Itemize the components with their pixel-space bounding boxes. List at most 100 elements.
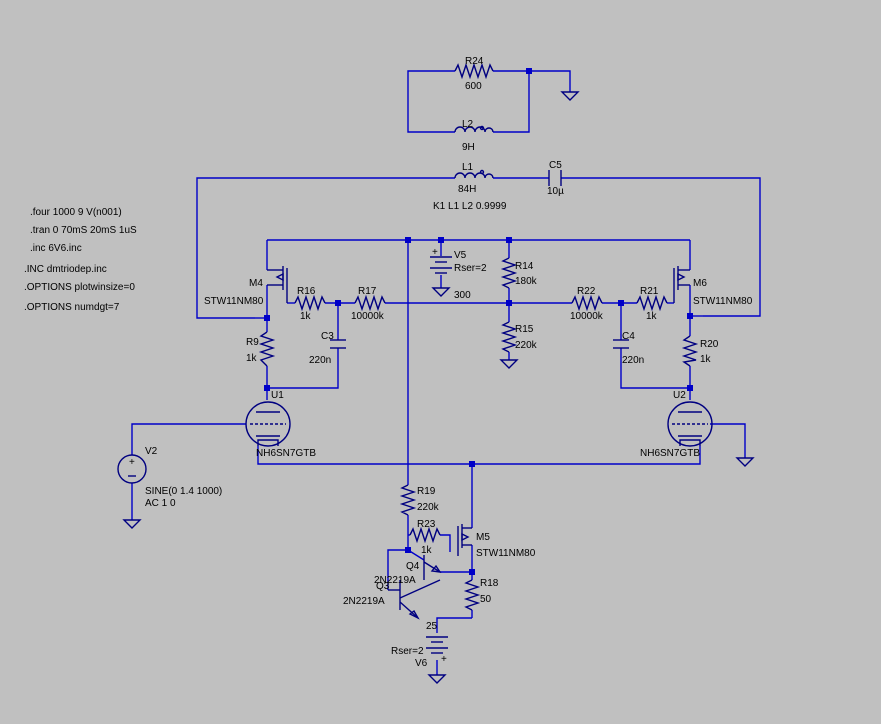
v6-name: V6 <box>415 658 428 669</box>
m5-value: STW11NM80 <box>476 548 536 559</box>
q4-value: 2N2219A <box>374 575 416 586</box>
r24-value: 600 <box>465 81 482 92</box>
v5-param: Rser=2 <box>454 263 487 274</box>
v5-name: V5 <box>454 250 467 261</box>
r23-symbol[interactable] <box>409 526 441 544</box>
m4-symbol[interactable] <box>267 266 288 303</box>
m4-value: STW11NM80 <box>204 296 264 307</box>
coupling-directive: K1 L1 L2 0.9999 <box>433 201 507 212</box>
v2-value: SINE(0 1.4 1000) <box>145 486 222 497</box>
m6-value: STW11NM80 <box>693 296 753 307</box>
l2-name: L2 <box>462 119 474 130</box>
c4-symbol[interactable] <box>613 339 629 349</box>
r9-symbol[interactable] <box>258 331 276 367</box>
ground-icon <box>431 287 451 297</box>
r21-symbol[interactable] <box>636 294 668 312</box>
l2-value: 9H <box>462 142 475 153</box>
svg-text:+: + <box>441 654 447 665</box>
v5-value: 300 <box>454 290 471 301</box>
c4-name: C4 <box>622 331 635 342</box>
r24-name: R24 <box>465 56 484 67</box>
spice-directives: .four 1000 9 V(n001) .tran 0 70mS 20mS 1… <box>24 207 137 313</box>
r14-value: 180k <box>515 276 538 287</box>
c5-value: 10µ <box>547 186 564 197</box>
v6-symbol[interactable]: + <box>426 636 448 665</box>
directive-line: .OPTIONS numdgt=7 <box>24 302 120 313</box>
v2-name: V2 <box>145 446 158 457</box>
r20-symbol[interactable] <box>681 335 699 367</box>
directive-line: .four 1000 9 V(n001) <box>30 207 122 218</box>
u2-symbol[interactable] <box>667 401 713 447</box>
r17-name: R17 <box>358 286 377 297</box>
r9-name: R9 <box>246 337 259 348</box>
r22-symbol[interactable] <box>571 294 603 312</box>
ground-icon <box>499 359 519 369</box>
l1-value: 84H <box>458 184 476 195</box>
r22-name: R22 <box>577 286 596 297</box>
r19-symbol[interactable] <box>399 484 417 516</box>
q4-name: Q4 <box>406 561 420 572</box>
wires <box>131 70 761 675</box>
u2-value: NH6SN7GTB <box>640 448 700 459</box>
c5-name: C5 <box>549 160 562 171</box>
q3-name: Q3 <box>376 581 390 592</box>
r15-value: 220k <box>515 340 538 351</box>
r19-value: 220k <box>417 502 440 513</box>
q3-value: 2N2219A <box>343 596 385 607</box>
v6-value: 25 <box>426 621 438 632</box>
q3-symbol[interactable] <box>388 579 441 620</box>
ground-icon <box>735 457 755 467</box>
directive-line: .tran 0 70mS 20mS 1uS <box>30 225 137 236</box>
v2-symbol[interactable]: + <box>117 454 147 484</box>
r21-value: 1k <box>646 311 658 322</box>
c3-name: C3 <box>321 331 334 342</box>
m6-name: M6 <box>693 278 707 289</box>
u1-symbol[interactable] <box>245 401 291 447</box>
r19-name: R19 <box>417 486 436 497</box>
m6-symbol[interactable] <box>673 266 690 303</box>
q4-symbol[interactable] <box>423 555 442 580</box>
m5-symbol[interactable] <box>457 524 472 556</box>
u1-value: NH6SN7GTB <box>256 448 316 459</box>
r22-value: 10000k <box>570 311 604 322</box>
svg-text:+: + <box>432 247 438 258</box>
c4-value: 220n <box>622 355 644 366</box>
ground-icon <box>427 674 447 684</box>
c3-value: 220n <box>309 355 331 366</box>
r24-symbol[interactable] <box>454 62 494 80</box>
r18-value: 50 <box>480 594 492 605</box>
v5-symbol[interactable]: + <box>430 247 452 274</box>
r20-value: 1k <box>700 354 712 365</box>
m4-name: M4 <box>249 278 263 289</box>
junction-dots <box>264 68 693 575</box>
ground-icon <box>122 519 142 529</box>
v6-param: Rser=2 <box>391 646 424 657</box>
l1-symbol[interactable] <box>454 169 494 179</box>
v2-param: AC 1 0 <box>145 498 176 509</box>
r23-name: R23 <box>417 519 436 530</box>
directive-line: .INC dmtriodep.inc <box>24 264 107 275</box>
directive-line: .OPTIONS plotwinsize=0 <box>24 282 135 293</box>
c3-symbol[interactable] <box>330 339 346 349</box>
directive-line: .inc 6V6.inc <box>30 243 82 254</box>
r15-name: R15 <box>515 324 534 335</box>
r20-name: R20 <box>700 339 719 350</box>
l1-name: L1 <box>462 162 474 173</box>
r16-name: R16 <box>297 286 316 297</box>
r14-symbol[interactable] <box>500 257 518 289</box>
r23-value: 1k <box>421 545 433 556</box>
r9-value: 1k <box>246 353 258 364</box>
r21-name: R21 <box>640 286 659 297</box>
r16-symbol[interactable] <box>294 294 326 312</box>
ground-icon <box>560 91 580 101</box>
l2-symbol[interactable] <box>454 125 494 133</box>
r17-symbol[interactable] <box>354 294 386 312</box>
r15-symbol[interactable] <box>500 321 518 353</box>
r18-name: R18 <box>480 578 499 589</box>
u2-name: U2 <box>673 390 686 401</box>
svg-text:+: + <box>129 457 135 468</box>
c5-symbol[interactable] <box>548 170 562 186</box>
r16-value: 1k <box>300 311 312 322</box>
r18-symbol[interactable] <box>463 579 481 611</box>
